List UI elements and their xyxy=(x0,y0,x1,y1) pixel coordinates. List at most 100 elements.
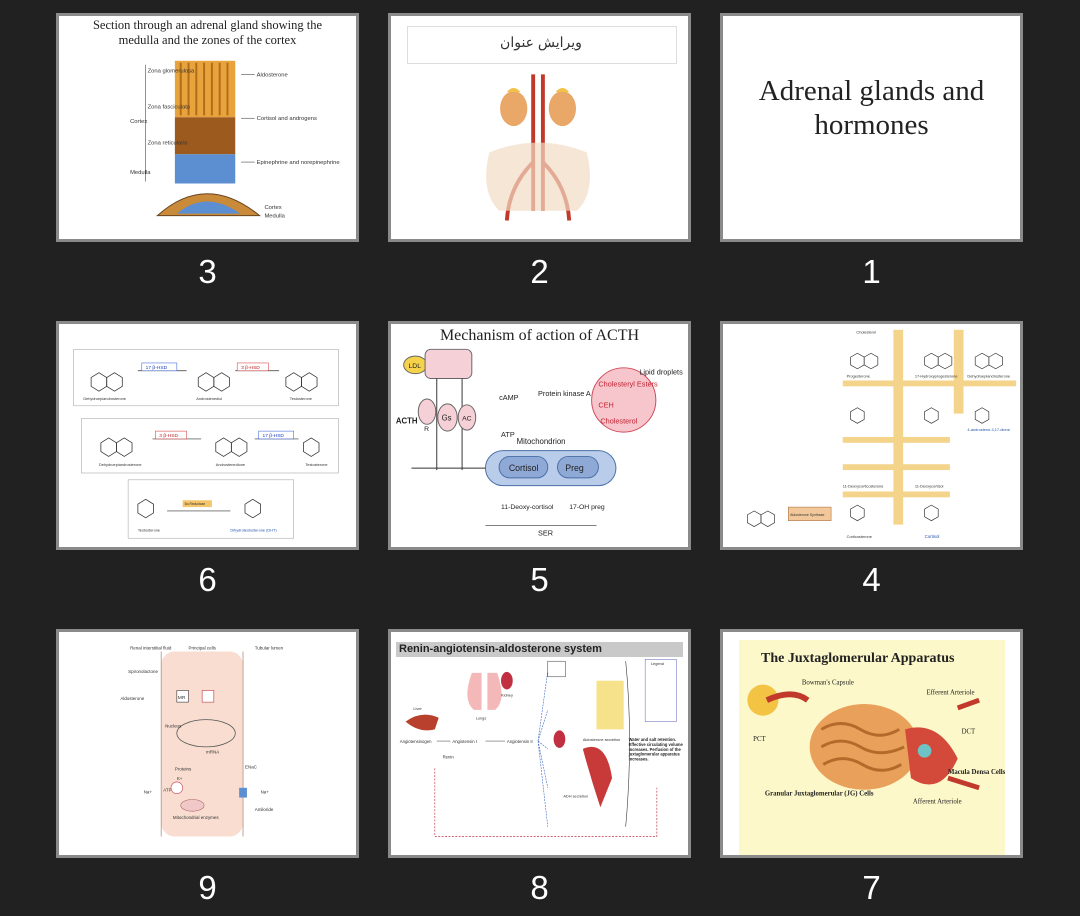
aldosterone-action-diagram: Renal interstitial fluid Principal cells… xyxy=(120,646,284,837)
label-androstenedione: 4-androstene-3,17-dione xyxy=(967,427,1009,432)
label-lipid: Lipid droplets xyxy=(639,368,683,377)
adrenal-section-illustration: Zona glomerulosa Zona fasciculata Zona r… xyxy=(130,60,340,220)
slide-number-1: 1 xyxy=(862,253,881,290)
label-na-2: Na+ xyxy=(261,790,270,795)
label-cholesterol: Cholesterol xyxy=(600,416,637,425)
label-11-deoxycorticosterone: 11-Deoxycorticosterone xyxy=(843,484,884,489)
label-kidney: Kidney xyxy=(501,692,513,697)
label-cortisol: Cortisol xyxy=(925,534,940,539)
label-cholesteryl-esters: Cholesteryl Esters xyxy=(598,379,658,388)
label-preg: Preg xyxy=(565,463,584,473)
label-raas-summary: Water and salt retention. Effective circ… xyxy=(628,737,683,762)
label-11-deoxycortisol: 11-Deoxycortisol xyxy=(915,484,944,489)
label-cortisol: Cortisol and androgens xyxy=(257,116,317,122)
label-macula-densa: Macula Densa Cells xyxy=(948,769,1006,776)
label-zona-reticularis: Zona reticularis xyxy=(148,141,188,147)
label-17oh-preg: 17-OH preg xyxy=(569,504,605,511)
label-dhea: Dehydroepiandrosterone xyxy=(967,374,1010,379)
slide-thumbnail-6[interactable]: 17 β-HSD 3 β-HSD 3 β-HSD 17 β-HSD 5α-Red… xyxy=(56,321,359,550)
label-deoxycortisol: 11-Deoxy-cortisol xyxy=(501,504,554,511)
slide-title: Mechanism of action of ACTH xyxy=(439,327,640,344)
label-lungs: Lungs xyxy=(476,716,487,721)
label-proteins: Proteins xyxy=(175,766,192,771)
label-principal-cells: Principal cells xyxy=(189,646,217,651)
androgen-pathway-illustration: 17 β-HSD 3 β-HSD 3 β-HSD 17 β-HSD 5α-Red… xyxy=(73,349,339,539)
label-ldl: LDL xyxy=(409,363,422,370)
label-granular-jg-cells: Granular Juxtaglomerular (JG) Cells xyxy=(765,791,874,798)
label-testosterone-3: Testosterone xyxy=(138,527,160,532)
label-tubular-lumen: Tubular lumen xyxy=(255,646,284,651)
steroidogenesis-pathway-diagram: Cholesterol Progesterone 17-Hydroxyproge… xyxy=(746,330,1017,539)
slide-thumbnail-1[interactable]: Adrenal glands and hormones xyxy=(720,13,1023,242)
juxtaglomerular-illustration: Bowman's Capsule Efferent Arteriole PCT … xyxy=(747,680,1006,805)
slide-thumbnail-8[interactable]: Renin-angiotensin-aldosterone system Liv… xyxy=(388,629,691,858)
label-pct: PCT xyxy=(753,736,766,743)
slide-title: The Juxtaglomerular Apparatus xyxy=(761,651,955,666)
label-corticosterone: Corticosterone xyxy=(847,534,872,539)
label-angiotensin-1: Angiotensin I xyxy=(452,739,477,744)
label-acth: ACTH xyxy=(396,416,418,425)
label-mito-enzymes: Mitochondrial enzymes xyxy=(173,815,219,820)
label-spironolactone: Spironolactone xyxy=(128,669,158,674)
label-mr: MR xyxy=(178,695,186,701)
label-camp: cAMP xyxy=(499,393,519,402)
label-pka: Protein kinase A xyxy=(538,389,591,398)
label-afferent-arteriole: Afferent Arteriole xyxy=(913,798,962,805)
label-androstenediol: Androstenediol xyxy=(196,396,222,401)
label-r: R xyxy=(424,426,429,433)
label-aldosterone-synthase: Aldosterone Synthase xyxy=(790,513,824,517)
title-placeholder[interactable] xyxy=(407,26,677,64)
slide-title: Renin-angiotensin-aldosterone system xyxy=(399,643,602,655)
label-gs: Gs xyxy=(442,413,452,422)
label-epinephrine: Epinephrine and norepinephrine xyxy=(257,160,340,166)
label-k: K+ xyxy=(177,776,183,781)
slide-title: Section through an adrenal gland showing… xyxy=(92,18,323,47)
label-cortisol: Cortisol xyxy=(509,463,539,473)
label-enac: ENaC xyxy=(245,764,258,769)
label-dhea-2: Dehydroepiandrosterone xyxy=(99,462,142,467)
label-aldosterone: Aldosterone xyxy=(120,696,144,701)
label-zona-fasciculata: Zona fasciculata xyxy=(148,105,191,111)
label-angiotensinogen: Angiotensinogen xyxy=(400,739,432,744)
label-cortex: Cortex xyxy=(130,119,147,125)
slide-title: ویرایش عنوان xyxy=(500,34,582,50)
label-ac: AC xyxy=(462,415,472,422)
adrenal-anatomy-illustration xyxy=(486,74,590,221)
label-zona-glomerulosa: Zona glomerulosa xyxy=(148,68,195,74)
label-dht: Dihydrotestosterone (DHT) xyxy=(230,527,277,532)
slide-number-2: 2 xyxy=(530,253,549,290)
enzyme-5a-reductase: 5α-Reductase xyxy=(185,502,206,506)
slide-title-bar xyxy=(396,642,683,657)
label-liver: Liver xyxy=(413,706,422,711)
label-angiotensin-2: Angiotensin II xyxy=(507,739,533,744)
slide-thumbnail-9[interactable]: Renal interstitial fluid Principal cells… xyxy=(56,629,359,858)
label-medulla-2: Medulla xyxy=(264,214,285,220)
enzyme-3b-hsd-2: 3 β-HSD xyxy=(159,433,178,439)
slide-number-6: 6 xyxy=(198,561,217,598)
label-medulla: Medulla xyxy=(130,170,151,176)
slide-thumbnail-3[interactable]: Section through an adrenal gland showing… xyxy=(56,13,359,242)
label-testosterone-2: Testosterone xyxy=(305,462,327,467)
label-testosterone: Testosterone xyxy=(290,396,312,401)
label-na: Na+ xyxy=(144,790,153,795)
label-dct: DCT xyxy=(962,728,976,735)
label-efferent-arteriole: Efferent Arteriole xyxy=(927,689,975,696)
label-mitochondrion: Mitochondrion xyxy=(517,437,566,446)
slide-thumbnail-7[interactable]: The Juxtaglomerular Apparatus Bowman's C… xyxy=(720,629,1023,858)
label-atp: ATP xyxy=(501,430,515,439)
label-progesterone: Progesterone xyxy=(847,374,870,379)
slide-thumbnail-5[interactable]: Mechanism of action of ACTH LDL ACTH R G… xyxy=(388,321,691,550)
enzyme-17b-hsd: 17 β-HSD xyxy=(146,365,168,371)
slide-number-4: 4 xyxy=(862,561,881,598)
label-cholesterol: Cholesterol xyxy=(856,330,876,335)
label-adh-secretion: ADH secretion xyxy=(563,794,588,799)
label-atp: ATP xyxy=(163,788,171,793)
label-renal-fluid: Renal interstitial fluid xyxy=(130,646,172,651)
slide-thumbnail-2[interactable]: ویرایش عنوان xyxy=(388,13,691,242)
slide-thumbnail-4[interactable]: Cholesterol Progesterone 17-Hydroxyproge… xyxy=(720,321,1023,550)
label-androstenedione: Androstenedione xyxy=(216,462,245,467)
enzyme-17b-hsd-2: 17 β-HSD xyxy=(263,433,285,439)
slide-number-8: 8 xyxy=(530,869,549,906)
slide-number-5: 5 xyxy=(530,561,549,598)
label-renin: Renin xyxy=(443,755,455,760)
